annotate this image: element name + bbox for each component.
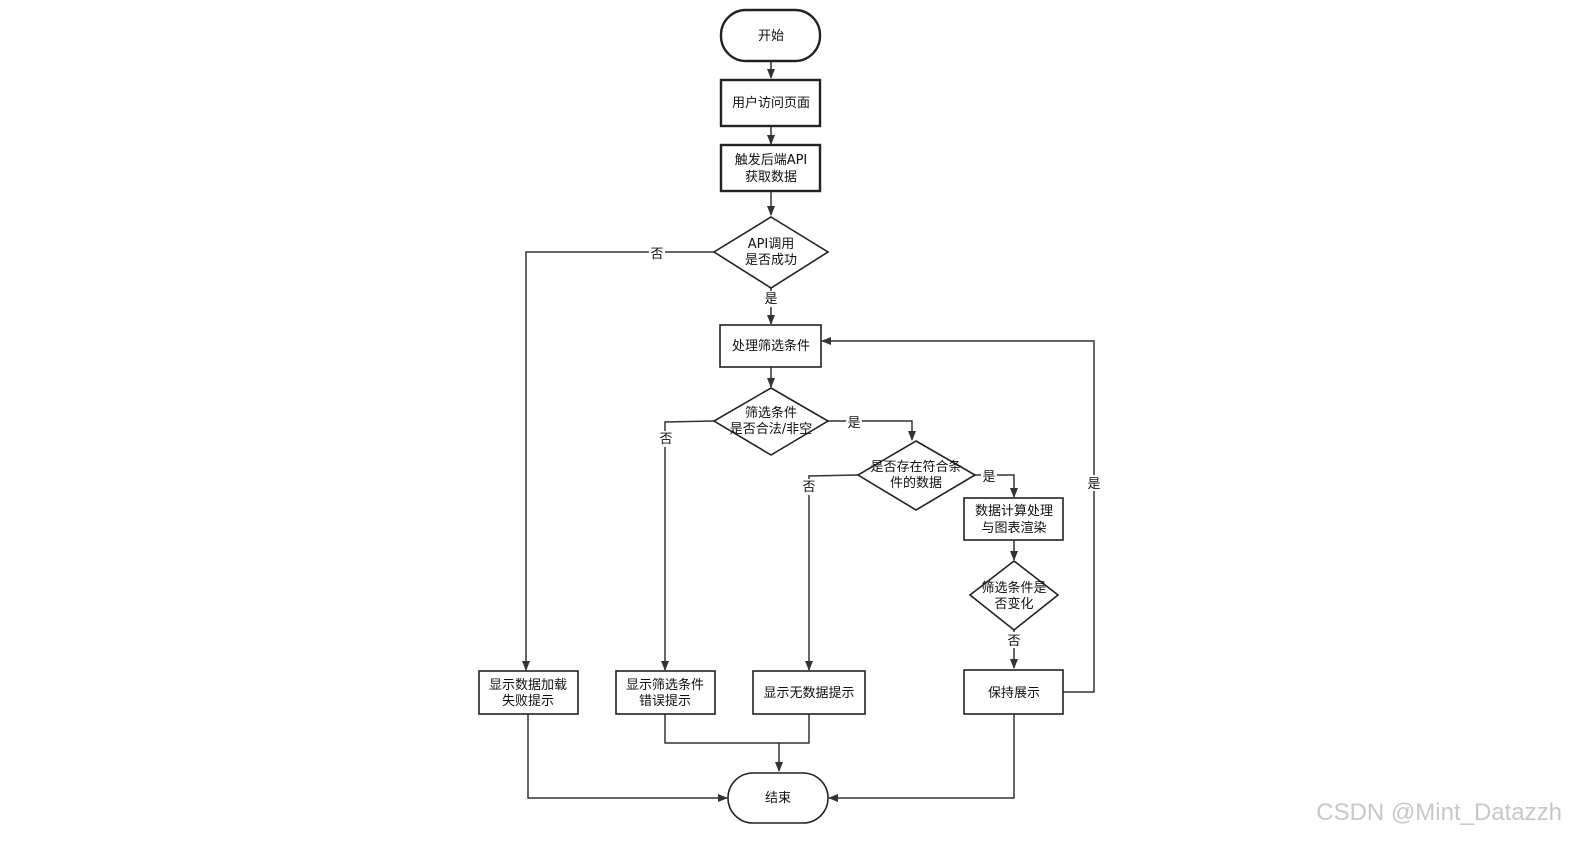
edge-labels: 否 是 否 是 否 是 否 是 — [649, 245, 1102, 649]
fail-node: 显示数据加载 失败提示 — [478, 670, 579, 715]
api-no-label: 否 — [650, 247, 663, 262]
calc-label-line2: 与图表渲染 — [981, 521, 1046, 536]
watermark: CSDN @Mint_Datazzh — [1316, 799, 1562, 826]
edge-err-merge — [664, 714, 779, 744]
edge-valid-no — [661, 420, 715, 671]
valid-decision-line1: 筛选条件 — [745, 405, 797, 421]
end-label: 结束 — [765, 791, 791, 806]
edge-valid-yes — [828, 420, 916, 441]
start-label: 开始 — [758, 29, 784, 44]
valid-no-label: 否 — [659, 432, 672, 447]
change-no-label: 否 — [1007, 634, 1020, 649]
api-label-line1: 触发后端API — [735, 152, 808, 168]
fail-label-line1: 显示数据加载 — [489, 678, 567, 693]
err-label-line2: 错误提示 — [639, 693, 691, 709]
api-node: 触发后端API 获取数据 — [719, 143, 822, 193]
valid-decision: 筛选条件 是否合法/非空 — [712, 387, 830, 456]
edge-api-no — [522, 251, 714, 671]
loop-yes-label: 是 — [1087, 477, 1100, 492]
api-label-line2: 获取数据 — [745, 170, 797, 185]
nodata-node: 显示无数据提示 — [752, 670, 866, 715]
start-node: 开始 — [719, 8, 822, 63]
keep-label: 保持展示 — [988, 686, 1040, 701]
exist-no-label: 否 — [802, 480, 815, 495]
valid-yes-label: 是 — [847, 416, 860, 431]
err-label-line1: 显示筛选条件 — [626, 677, 704, 693]
api-decision-line2: 是否成功 — [745, 253, 797, 268]
valid-decision-line2: 是否合法/非空 — [730, 422, 812, 437]
visit-label: 用户访问页面 — [732, 95, 810, 111]
api-decision-line1: API调用 — [748, 237, 795, 252]
exist-decision: 是否存在符合条 件的数据 — [856, 440, 977, 511]
exist-yes-label: 是 — [982, 470, 995, 485]
exist-decision-line1: 是否存在符合条 — [870, 459, 961, 475]
change-decision: 筛选条件是 否变化 — [968, 559, 1060, 632]
visit-node: 用户访问页面 — [719, 78, 822, 128]
nodata-label: 显示无数据提示 — [763, 685, 854, 701]
api-decision: API调用 是否成功 — [712, 216, 830, 289]
edge-keep-end — [828, 714, 1015, 802]
fail-label-line2: 失败提示 — [502, 693, 554, 709]
end-node: 结束 — [727, 772, 829, 824]
err-node: 显示筛选条件 错误提示 — [615, 670, 716, 715]
api-yes-label: 是 — [764, 292, 777, 307]
calc-label-line1: 数据计算处理 — [975, 504, 1053, 519]
exist-decision-line2: 件的数据 — [890, 475, 942, 491]
edge-keep-loop — [821, 337, 1095, 693]
edge-fail-end — [527, 714, 728, 802]
filter-node: 处理筛选条件 — [719, 324, 822, 368]
change-decision-line1: 筛选条件是 — [981, 580, 1046, 596]
change-decision-line2: 否变化 — [994, 596, 1033, 612]
filter-label: 处理筛选条件 — [732, 338, 810, 354]
edge-exist-no — [805, 474, 859, 671]
calc-node: 数据计算处理 与图表渲染 — [963, 497, 1064, 541]
edge-nodata-merge — [779, 714, 810, 744]
keep-node: 保持展示 — [963, 669, 1064, 715]
